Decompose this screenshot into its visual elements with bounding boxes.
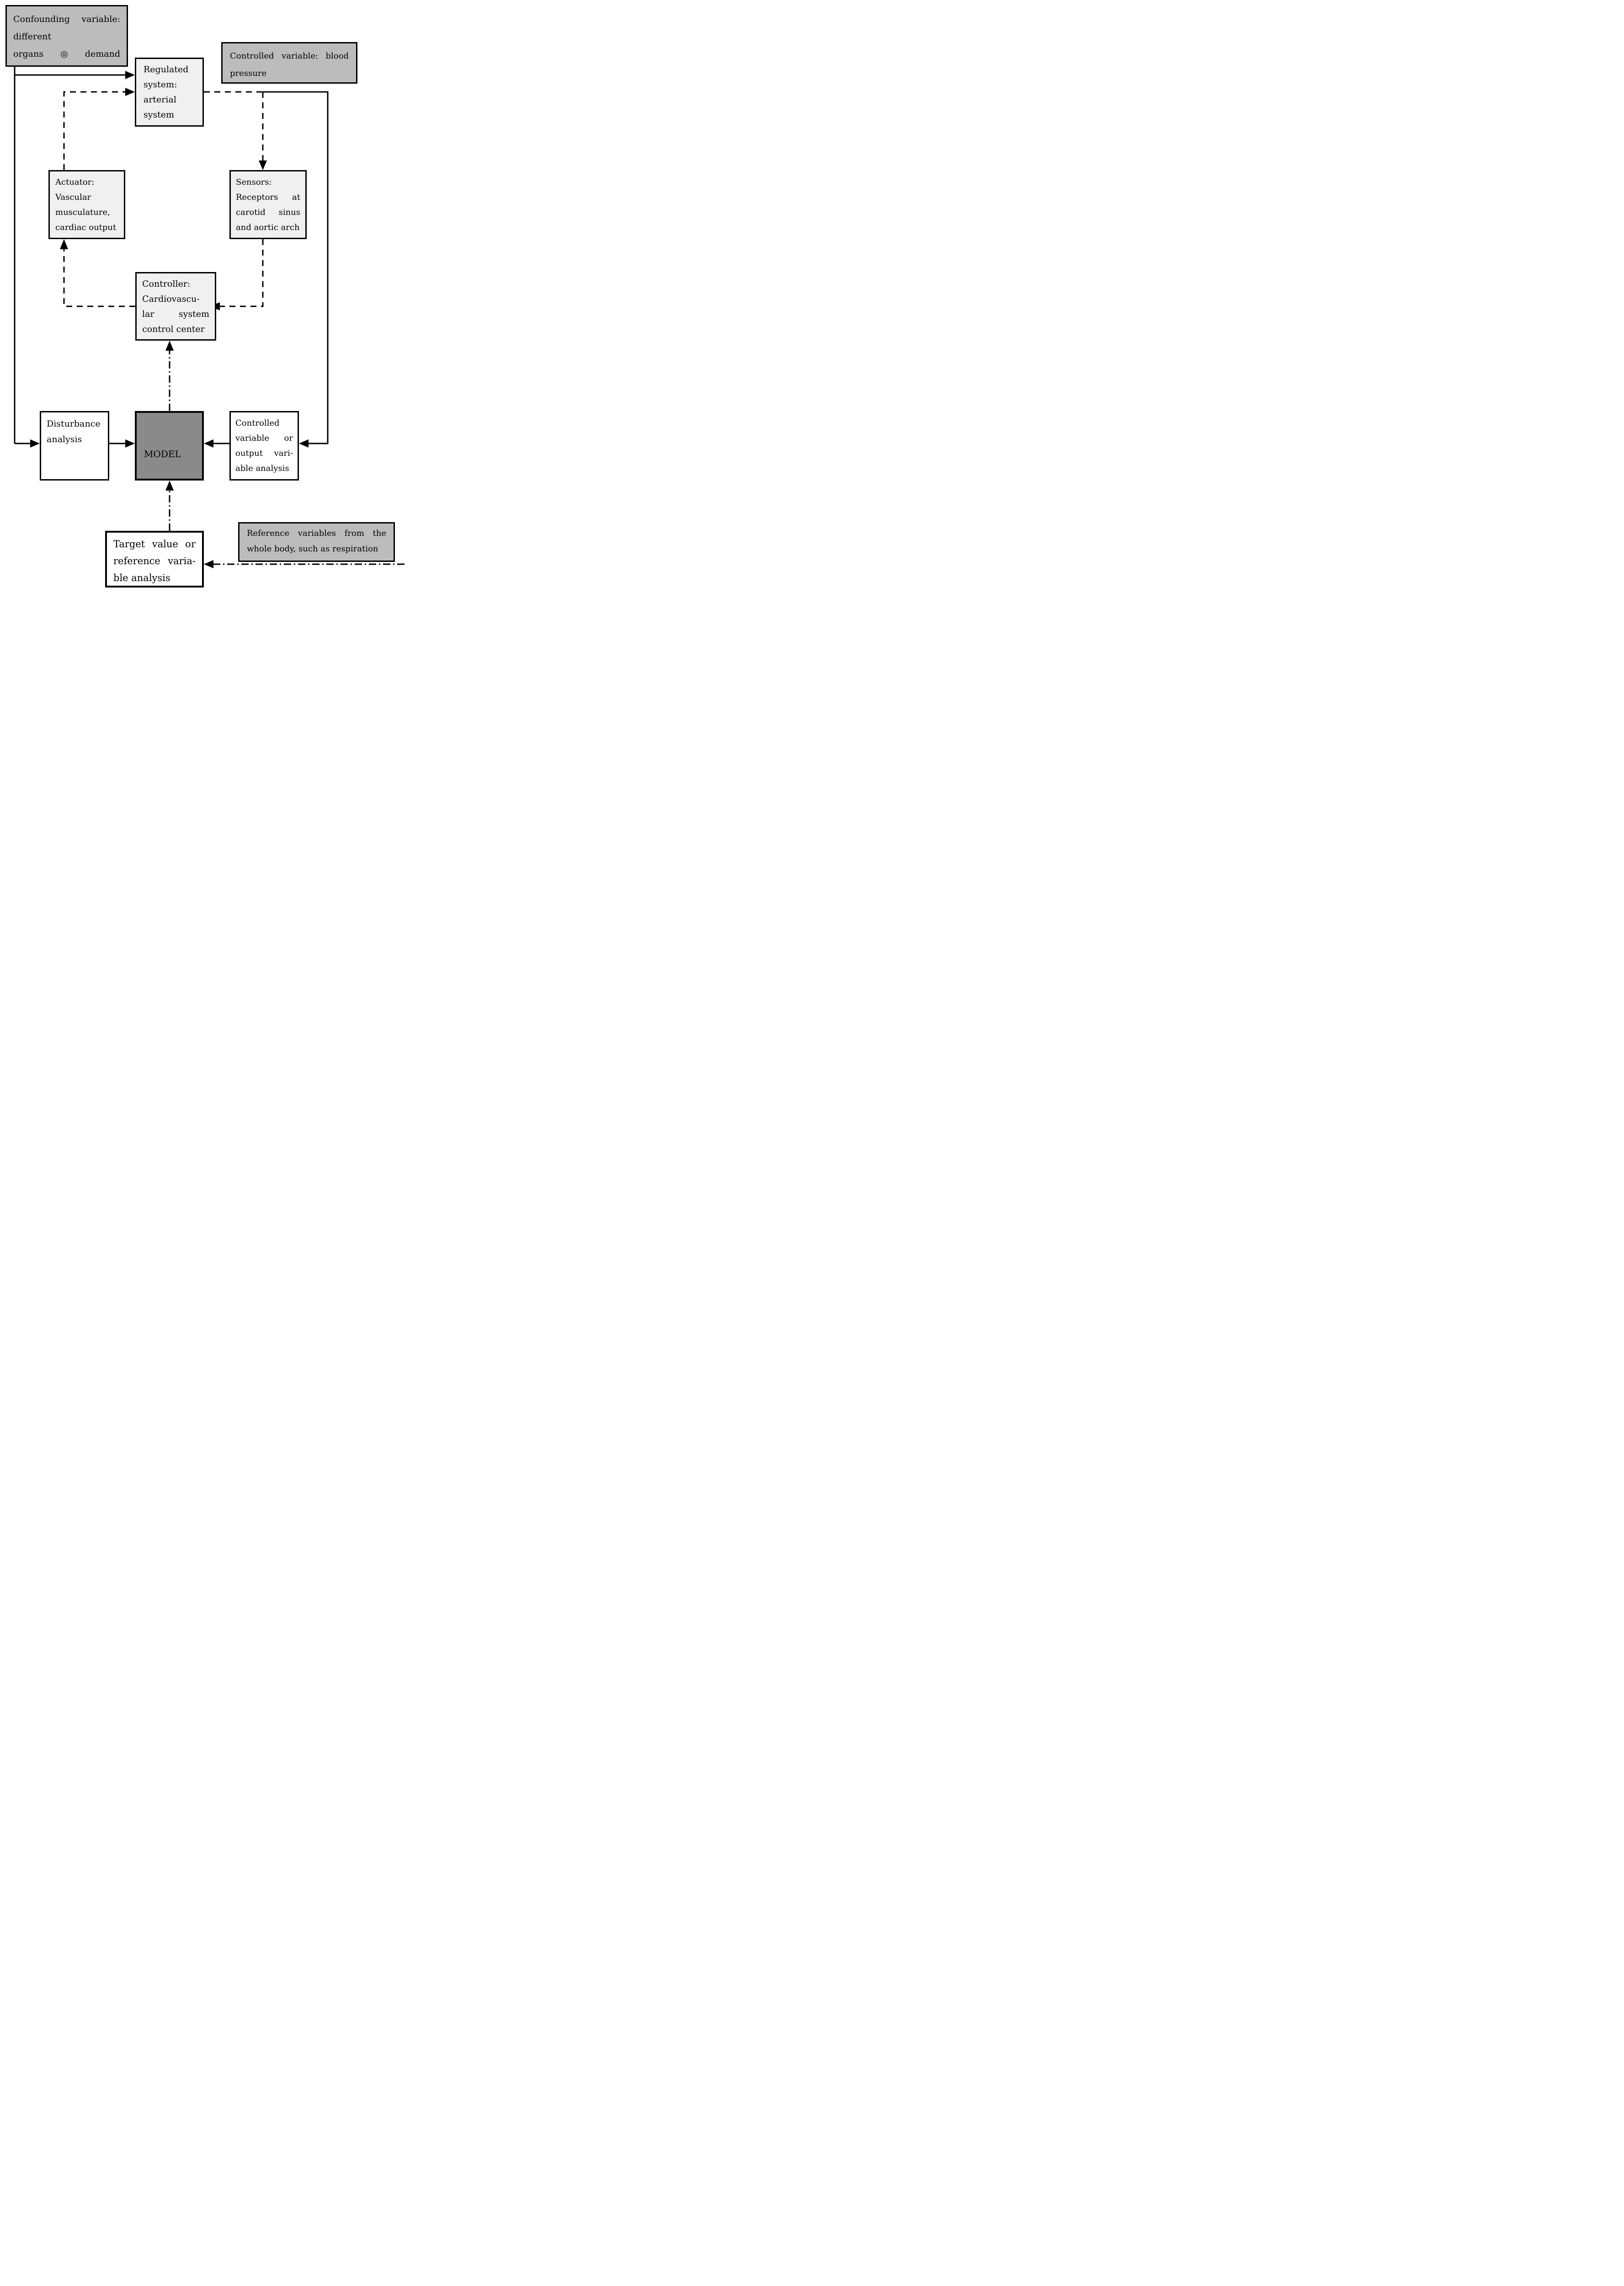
box-text-line: for supply: [13, 63, 120, 65]
arrowhead-into-controller-bottom: [165, 341, 174, 351]
box-output-variable-analysis: Controlled variable or output vari- able…: [229, 411, 299, 481]
box-regulated-system: Regulated system: arterial system: [135, 58, 204, 127]
box-text-line: able analysis: [235, 464, 289, 473]
box-text-line: analysis: [47, 434, 82, 444]
box-text-line: whole body, such as respiration: [247, 544, 378, 554]
box-reference-variables: Reference variables from the whole body,…: [238, 522, 395, 562]
box-text-line: lar system: [142, 309, 209, 319]
box-text-line: Vascular: [55, 192, 91, 202]
arrowhead-into-regulated-upper: [125, 71, 135, 79]
box-text-line: Actuator:: [55, 177, 95, 187]
arrowhead-into-actuator: [60, 239, 68, 249]
box-text-line: variable or: [235, 433, 293, 443]
box-text-line: Sensors:: [236, 177, 272, 187]
box-text-line: pressure: [230, 69, 267, 78]
arrowhead-into-output-analysis: [299, 439, 309, 448]
box-controller: Controller: Cardiovascu- lar system cont…: [135, 272, 216, 341]
edge-actuator-to-regulated: [63, 91, 125, 170]
box-text-line: control center: [142, 324, 205, 334]
box-text-line: system:: [144, 80, 177, 90]
arrowhead-into-regulated-lower: [125, 88, 135, 96]
arrowhead-into-model-left: [125, 439, 135, 448]
box-controlled-variable: Controlled variable: blood pressure: [221, 42, 357, 84]
box-text-line: cardiac output: [55, 223, 117, 232]
box-text-line: and aortic arch: [236, 223, 300, 232]
blood-pressure-control-diagram: Confounding variable: different organs◎d…: [0, 0, 406, 593]
box-target-value-analysis: Target value or reference varia- ble ana…: [105, 531, 204, 588]
box-text-line: Disturbance: [47, 419, 101, 429]
arrowhead-into-model-bottom: [165, 481, 174, 491]
box-text-line: Regulated: [144, 64, 189, 75]
edge-regulated-to-output-analysis: [263, 91, 329, 444]
box-text-line: musculature,: [55, 208, 110, 217]
arrowhead-into-disturbance: [30, 439, 40, 448]
box-text-line: ble analysis: [113, 572, 170, 583]
edge-controller-to-actuator: [63, 249, 135, 307]
box-text-line: output vari-: [235, 449, 293, 458]
arrowhead-into-sensors: [259, 160, 267, 170]
box-text-line: reference varia-: [113, 555, 196, 566]
box-sensors: Sensors: Receptors at carotid sinus and …: [229, 170, 307, 239]
box-text-line: Target value or: [113, 539, 196, 550]
box-text-line: Confounding variable:: [13, 14, 120, 24]
box-text-line: different organs◎demand: [13, 32, 120, 59]
box-text-line: Controlled: [235, 418, 280, 428]
box-text-line: Reference variables from the: [247, 529, 386, 538]
box-text-line: MODEL: [144, 449, 181, 459]
arrowhead-into-model-right: [204, 439, 213, 448]
box-text-line: Controlled variable: blood: [230, 51, 349, 61]
box-actuator: Actuator: Vascular musculature, cardiac …: [48, 170, 125, 239]
box-text-line: carotid sinus: [236, 208, 300, 217]
box-disturbance-analysis: Disturbance analysis: [40, 411, 109, 481]
box-text-line: Controller:: [142, 279, 191, 289]
box-text-line: arterial: [144, 95, 176, 105]
box-text-line: Receptors at: [236, 192, 300, 202]
arrowhead-into-target: [204, 560, 213, 568]
box-text-line: system: [144, 110, 175, 120]
box-confounding-variable: Confounding variable: different organs◎d…: [5, 5, 128, 67]
edge-sensors-to-controller: [220, 239, 264, 307]
box-model: MODEL: [135, 411, 204, 481]
box-text-line: Cardiovascu-: [142, 294, 200, 304]
